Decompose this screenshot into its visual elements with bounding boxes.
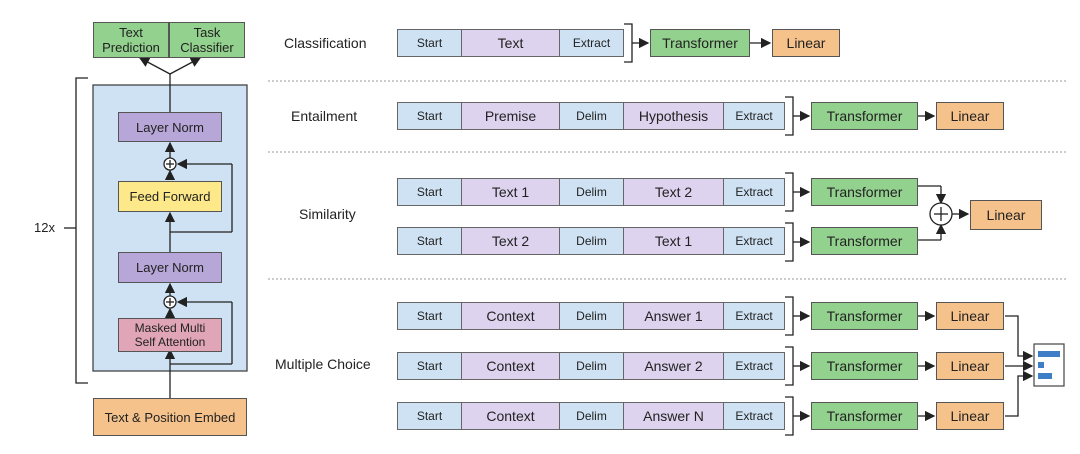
task-label-multiple-choice: Multiple Choice: [275, 356, 371, 372]
entailment-sequence: Start Premise Delim Hypothesis Extract: [397, 102, 785, 130]
feed-forward-block: Feed Forward: [118, 181, 222, 212]
transformer-similarity-2: Transformer: [811, 227, 918, 255]
seq-token-extract: Extract: [724, 303, 784, 329]
seq-token-context: Context: [462, 303, 560, 329]
transformer-mc-1: Transformer: [811, 302, 918, 330]
transformer-similarity-1: Transformer: [811, 178, 918, 206]
seq-token-context: Context: [462, 403, 560, 429]
seq-token-text: Text: [462, 30, 560, 56]
linear-entailment: Linear: [936, 102, 1004, 130]
similarity-sequence-1: Start Text 1 Delim Text 2 Extract: [397, 178, 785, 206]
classification-sequence: Start Text Extract: [397, 29, 624, 57]
mc-sequence-3: Start Context Delim Answer N Extract: [397, 402, 785, 430]
linear-mc-2: Linear: [936, 352, 1004, 380]
repeat-count-label: 12x: [34, 220, 55, 235]
task-classifier-head: Task Classifier: [169, 22, 245, 58]
seq-token-answer-1: Answer 1: [624, 303, 724, 329]
seq-token-start: Start: [398, 103, 462, 129]
seq-token-answer-n: Answer N: [624, 403, 724, 429]
seq-token-delim: Delim: [560, 228, 624, 254]
layer-norm-top: Layer Norm: [118, 112, 222, 142]
seq-token-text-2: Text 2: [462, 228, 560, 254]
linear-mc-3: Linear: [936, 402, 1004, 430]
seq-token-start: Start: [398, 403, 462, 429]
softmax-icon: [1033, 343, 1065, 387]
seq-token-extract: Extract: [724, 403, 784, 429]
seq-token-start: Start: [398, 353, 462, 379]
text-position-embed: Text & Position Embed: [93, 398, 247, 436]
linear-similarity: Linear: [970, 200, 1042, 230]
similarity-sequence-2: Start Text 2 Delim Text 1 Extract: [397, 227, 785, 255]
seq-token-extract: Extract: [724, 103, 784, 129]
seq-token-start: Start: [398, 179, 462, 205]
transformer-entailment: Transformer: [811, 102, 918, 130]
seq-token-text-1: Text 1: [624, 228, 724, 254]
linear-classification: Linear: [772, 29, 840, 57]
masked-self-attention-block: Masked Multi Self Attention: [118, 318, 222, 352]
seq-token-extract: Extract: [724, 228, 784, 254]
task-label-entailment: Entailment: [291, 108, 358, 124]
seq-token-delim: Delim: [560, 403, 624, 429]
linear-mc-1: Linear: [936, 302, 1004, 330]
seq-token-start: Start: [398, 30, 462, 56]
task-label-similarity: Similarity: [299, 206, 356, 222]
seq-token-delim: Delim: [560, 303, 624, 329]
seq-token-extract: Extract: [724, 179, 784, 205]
transformer-mc-2: Transformer: [811, 352, 918, 380]
layer-norm-bottom: Layer Norm: [118, 252, 222, 283]
seq-token-extract: Extract: [724, 353, 784, 379]
transformer-classification: Transformer: [650, 29, 750, 57]
seq-token-start: Start: [398, 303, 462, 329]
mc-sequence-2: Start Context Delim Answer 2 Extract: [397, 352, 785, 380]
seq-token-answer-2: Answer 2: [624, 353, 724, 379]
seq-token-text-1: Text 1: [462, 179, 560, 205]
seq-token-premise: Premise: [462, 103, 560, 129]
transformer-mc-3: Transformer: [811, 402, 918, 430]
task-label-classification: Classification: [284, 35, 367, 51]
seq-token-hypothesis: Hypothesis: [624, 103, 724, 129]
seq-token-text-2: Text 2: [624, 179, 724, 205]
seq-token-context: Context: [462, 353, 560, 379]
mc-sequence-1: Start Context Delim Answer 1 Extract: [397, 302, 785, 330]
text-prediction-head: Text Prediction: [93, 22, 169, 58]
seq-token-delim: Delim: [560, 103, 624, 129]
repeat-bracket: [75, 77, 88, 384]
seq-token-start: Start: [398, 228, 462, 254]
seq-token-extract: Extract: [560, 30, 623, 56]
seq-token-delim: Delim: [560, 179, 624, 205]
seq-token-delim: Delim: [560, 353, 624, 379]
